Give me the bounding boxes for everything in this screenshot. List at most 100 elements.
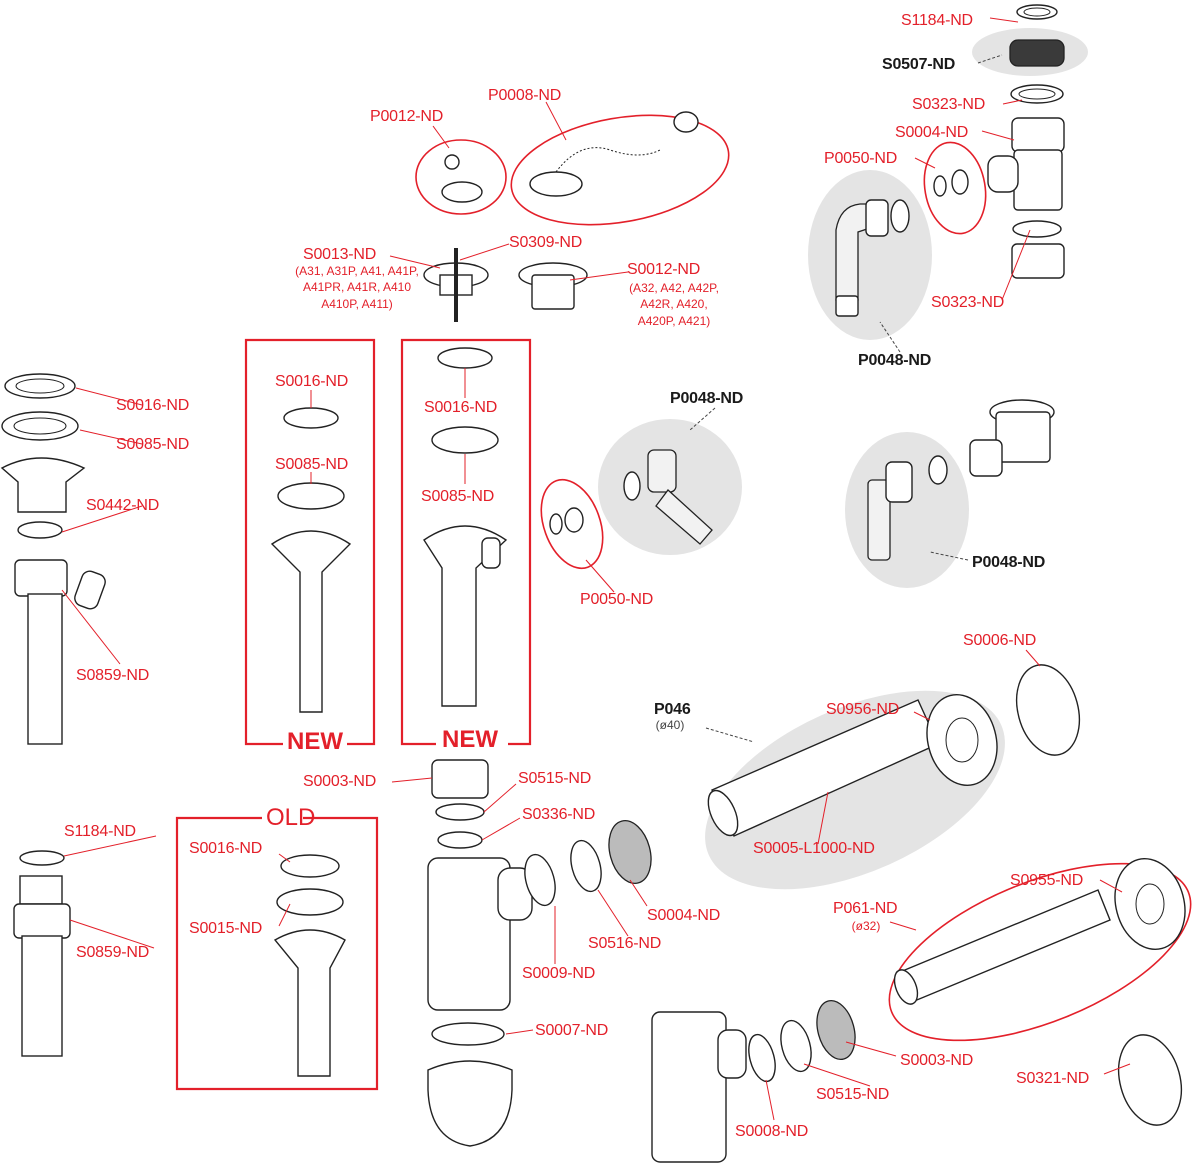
label-left-s0859: S0859-ND	[76, 667, 150, 684]
part-left2-s0859	[13, 903, 71, 939]
part-s0323-bot	[1012, 220, 1062, 238]
old-box	[175, 816, 379, 1091]
label-p0048-right: P0048-ND	[972, 554, 1046, 571]
part-s0321	[1117, 1034, 1183, 1126]
part-new1-tailpiece	[270, 530, 352, 713]
part-p0048-elbow-top	[835, 203, 871, 301]
label-s0309: S0309-ND	[509, 234, 583, 251]
part-s0007	[431, 1022, 505, 1046]
label-s0012: S0012-ND	[627, 261, 701, 278]
part-s0516	[570, 839, 602, 893]
part-p0012	[441, 181, 483, 203]
part-s0009	[524, 853, 556, 907]
leader-lines	[61, 17, 1131, 1121]
label-new1-s0085: S0085-ND	[275, 456, 349, 473]
group-p061-outline	[888, 862, 1192, 1042]
part-nut-bottom	[1011, 243, 1065, 279]
part-s0003-bot	[816, 1000, 856, 1060]
part-small-bottle-trap	[651, 1011, 727, 1163]
old-tag: OLD	[266, 804, 316, 831]
label-old-s0016: S0016-ND	[189, 840, 263, 857]
part-s0956	[926, 694, 998, 786]
label-s0004-top: S0004-ND	[895, 124, 969, 141]
label-s0012-fits-1: (A32, A42, A42P,	[629, 281, 719, 295]
label-old-s0015: S0015-ND	[189, 920, 263, 937]
label-p0012: P0012-ND	[370, 108, 444, 125]
label-p0050-top: P0050-ND	[824, 150, 898, 167]
part-new1-s0085	[277, 482, 345, 510]
label-p061-diameter: (ø32)	[851, 919, 881, 933]
new-tag-2: NEW	[442, 726, 498, 753]
label-s0005-l1000: S0005-L1000-ND	[753, 840, 875, 857]
label-s0009: S0009-ND	[522, 965, 596, 982]
label-new1-s0016: S0016-ND	[275, 373, 349, 390]
part-s0336	[437, 831, 483, 849]
part-p0048-elbow-mid	[647, 449, 677, 493]
label-p0008: P0008-ND	[488, 87, 562, 104]
part-old-s0015	[276, 888, 344, 916]
part-p0048-elbow-right	[867, 479, 891, 561]
label-s0012-fits-3: A420P, A421)	[637, 314, 711, 328]
part-s0323-top	[1010, 84, 1064, 104]
part-s0003-mid	[431, 759, 489, 799]
part-s0004-mid	[608, 820, 652, 884]
part-s0955	[1114, 858, 1186, 950]
part-s0004-top	[1011, 117, 1065, 153]
label-left-s1184: S1184-ND	[64, 823, 136, 840]
label-s0013: S0013-ND	[303, 246, 377, 263]
label-p046-diameter: (ø40)	[655, 718, 685, 732]
label-left-s0016: S0016-ND	[116, 397, 190, 414]
label-s0955: S0955-ND	[1010, 872, 1084, 889]
label-s0013-fits-3: A410P, A411)	[321, 297, 393, 311]
group-p0050-mid-outline	[540, 478, 604, 570]
part-p061-tube	[899, 889, 1111, 1003]
label-p0048-top: P0048-ND	[858, 352, 932, 369]
part-left-s0859	[14, 559, 68, 597]
label-s0013-fits-2: A41PR, A41R, A410	[302, 280, 412, 294]
group-p0048-right	[845, 432, 969, 588]
label-s0507: S0507-ND	[882, 56, 956, 73]
label-s0007: S0007-ND	[535, 1022, 609, 1039]
label-s0515-mid: S0515-ND	[518, 770, 592, 787]
label-s0008: S0008-ND	[735, 1123, 809, 1140]
label-left-s0442: S0442-ND	[86, 497, 160, 514]
part-s0006	[1015, 664, 1081, 756]
label-p046: P046	[654, 701, 691, 718]
label-s0003-mid: S0003-ND	[303, 773, 377, 790]
label-s0516: S0516-ND	[588, 935, 662, 952]
part-old-s0016	[280, 854, 340, 878]
part-s0507	[1009, 39, 1065, 67]
part-left-s0085	[1, 411, 79, 441]
label-new2-s0085: S0085-ND	[421, 488, 495, 505]
part-p0008	[529, 171, 583, 197]
label-s0006: S0006-ND	[963, 632, 1037, 649]
label-s0321: S0321-ND	[1016, 1070, 1090, 1087]
new-box-1	[244, 338, 376, 746]
label-new2-s0016: S0016-ND	[424, 399, 498, 416]
group-p0050-top-outline	[923, 141, 987, 235]
label-s0336: S0336-ND	[522, 806, 596, 823]
label-p061: P061-ND	[833, 900, 898, 917]
part-bottle-trap	[427, 857, 511, 1011]
label-s0004-mid: S0004-ND	[647, 907, 721, 924]
label-s1184-top: S1184-ND	[901, 12, 973, 29]
part-left-s0442	[17, 521, 63, 539]
label-s0003-bottom: S0003-ND	[900, 1052, 974, 1069]
part-old-strainer	[273, 929, 346, 1077]
label-p0050-mid: P0050-ND	[580, 591, 654, 608]
part-new1-s0016	[283, 407, 339, 429]
part-tee-body	[1013, 149, 1063, 211]
part-left-s1184	[19, 850, 65, 866]
label-s0323-bottom: S0323-ND	[931, 294, 1005, 311]
part-s1184-top	[1016, 4, 1058, 20]
label-left-s0085: S0085-ND	[116, 436, 190, 453]
part-s0515-bot	[780, 1019, 812, 1073]
part-s0008	[748, 1033, 776, 1083]
label-s0323-top: S0323-ND	[912, 96, 986, 113]
part-new2-s0085	[431, 426, 499, 454]
label-s0013-fits-1: (A31, A31P, A41, A41P,	[295, 264, 419, 278]
group-p0048-top	[808, 170, 932, 340]
new-tag-1: NEW	[287, 728, 343, 755]
part-left-flange	[0, 457, 86, 513]
